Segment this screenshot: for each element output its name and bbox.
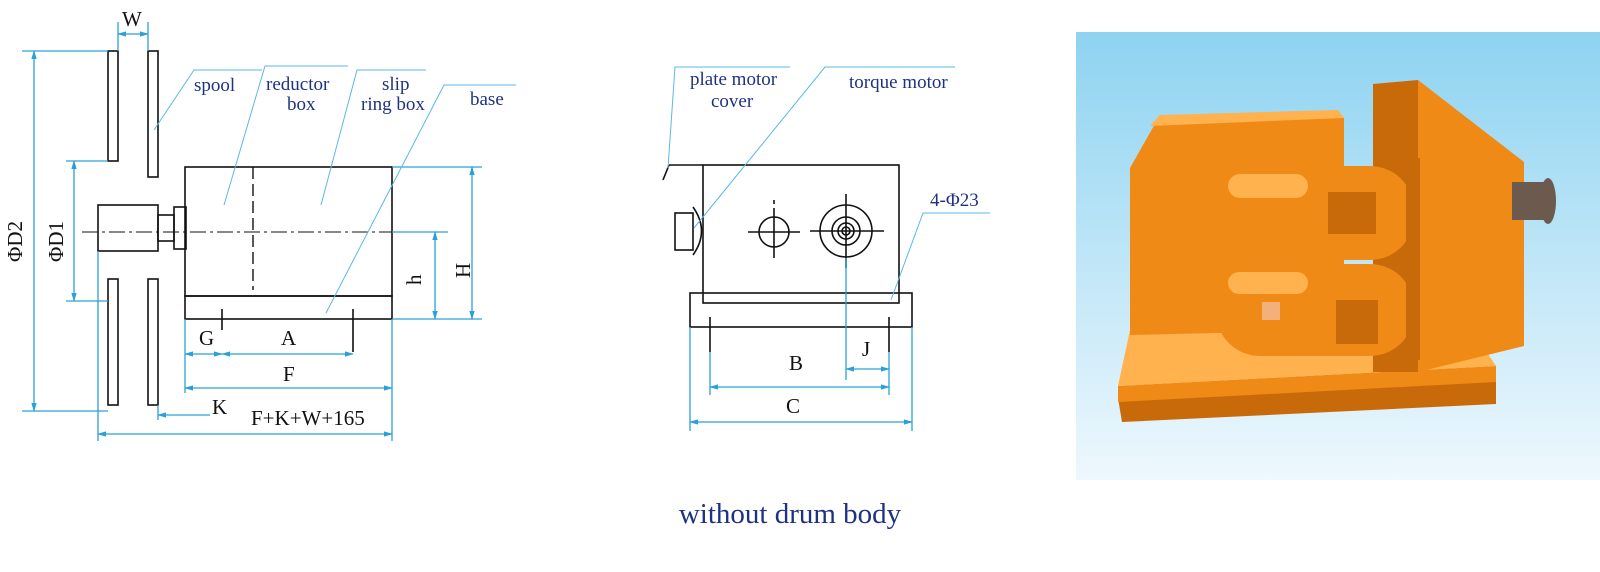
leader-base (325, 84, 516, 314)
dim-f-text: F (283, 362, 295, 386)
label-torque-motor: torque motor (849, 72, 948, 93)
shaft-coupling (173, 206, 187, 250)
plate-motor-cover (674, 212, 694, 251)
leader-plate-motor (667, 66, 790, 169)
leader-torque-motor (693, 66, 955, 229)
dim-total-text: F+K+W+165 (251, 406, 365, 430)
dim-h-text: h (402, 274, 426, 285)
dim-d1-text: ΦD1 (44, 221, 68, 262)
spool-flange-right-top (147, 50, 159, 178)
dim-d2-text: ΦD2 (3, 221, 27, 262)
spool-flange-right-bottom (147, 278, 159, 406)
caption: without drum body (679, 498, 902, 530)
label-plate-motor-1: plate motor (690, 69, 778, 90)
spool-flange-left-bottom (107, 278, 119, 406)
dim-c-text: C (786, 394, 800, 418)
cover-arc (692, 206, 703, 256)
label-slip-1: slip (382, 74, 409, 95)
leader-reductor (223, 65, 348, 206)
end-view: B J C plate motor cover torque motor 4-Φ… (662, 66, 990, 431)
label-holes: 4-Φ23 (930, 190, 979, 211)
side-view: W ΦD2 ΦD1 h H G A F K (3, 7, 516, 441)
label-reductor-1: reductor (266, 74, 330, 95)
label-spool: spool (194, 75, 235, 96)
label-slip-2: ring box (361, 94, 425, 115)
dim-k-text: K (212, 395, 227, 419)
dim-w-text: W (122, 7, 142, 31)
dim-a-text: A (281, 326, 297, 350)
dim-g-text: G (199, 326, 214, 350)
end-base-plate (689, 292, 913, 328)
dim-j-text: J (862, 337, 870, 361)
dim-b-text: B (789, 351, 803, 375)
label-base: base (470, 89, 504, 110)
end-plate (1418, 80, 1524, 372)
motor-housing (702, 164, 900, 304)
spool-hub (97, 204, 159, 252)
product-photo (1076, 32, 1600, 480)
leader-holes (890, 212, 990, 301)
dim-hh-text: H (451, 263, 475, 278)
base-frame-front (1118, 378, 1496, 422)
label-plate-motor-2: cover (711, 91, 754, 112)
leader-slip (320, 69, 426, 206)
label-reductor-2: box (287, 94, 316, 115)
motor-label-plate (1262, 302, 1280, 320)
leader-spool (153, 69, 262, 131)
shaft-collar (157, 214, 175, 242)
base-plate (184, 295, 393, 320)
spool-flange-left-top (107, 50, 119, 162)
